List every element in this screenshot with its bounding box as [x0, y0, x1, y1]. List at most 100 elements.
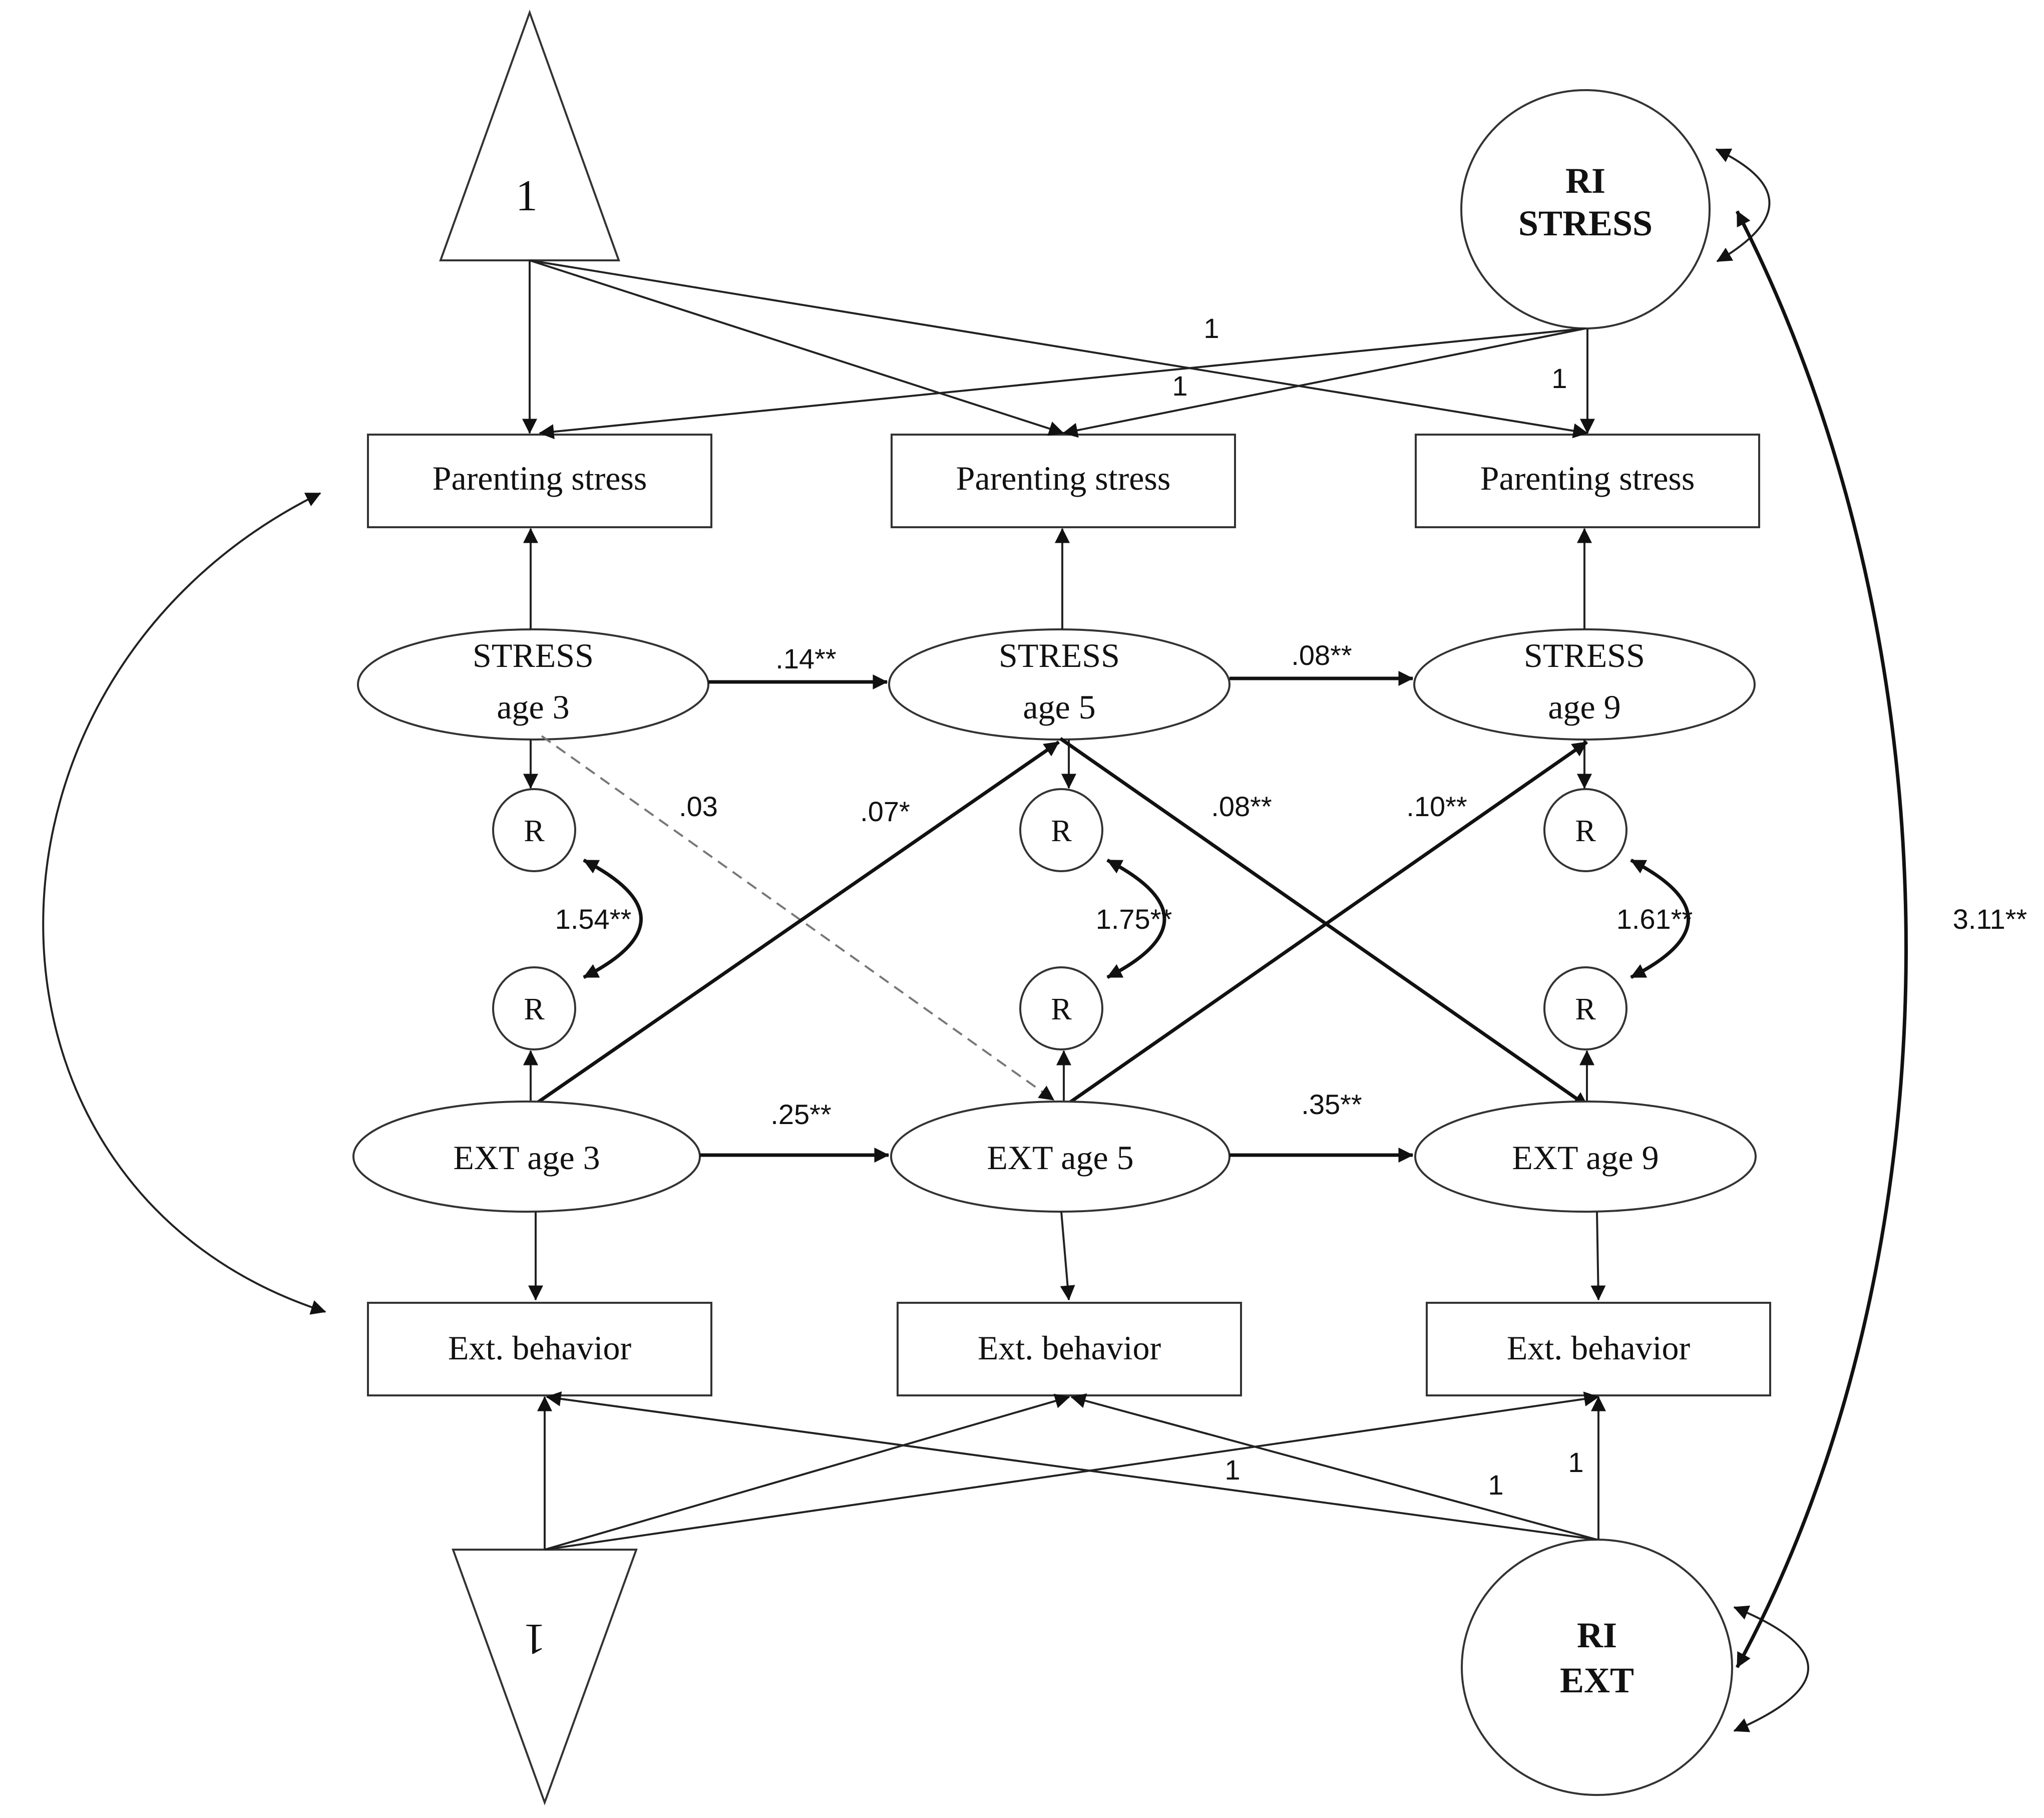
path-ext5-ext9-label: .35** — [1301, 1088, 1362, 1120]
path-const-to-ps5 — [529, 259, 1064, 436]
stress-latent-9-line2: age 9 — [1548, 688, 1620, 726]
loading-ri-ext-eb9-label: 1 — [1568, 1446, 1583, 1478]
ext-behavior-box-5 — [897, 1302, 1242, 1396]
residual-stress-9 — [1543, 788, 1627, 872]
ri-ext: RI EXT — [1461, 1539, 1809, 1796]
residual-cov-3-label: 1.54** — [555, 903, 632, 935]
constant-bottom-paths — [537, 1391, 1599, 1551]
loading-ri-stress-ps5-label: 1 — [1172, 370, 1187, 402]
parenting-stress-label-9: Parenting stress — [1480, 459, 1695, 497]
path-stress3-stress5-label: .14** — [775, 643, 836, 674]
constant-top-paths — [522, 259, 1588, 439]
parenting-stress-box-3 — [367, 434, 712, 528]
residual-stress-3-label: R — [524, 814, 545, 848]
stress-latent-5 — [888, 628, 1231, 741]
residual-ext-3 — [492, 966, 576, 1050]
residual-ext-9-label: R — [1575, 992, 1596, 1026]
path-const-to-ps9 — [529, 259, 1588, 439]
path-stress5-stress9-label: .08** — [1291, 639, 1352, 671]
ri-stress-label-line2: STRESS — [1518, 203, 1653, 243]
residual-ext-5-label: R — [1051, 992, 1072, 1026]
ri-ext-label-line1: RI — [1577, 1615, 1617, 1655]
stress-latent-3 — [357, 628, 709, 741]
stress-latent-9-line1: STRESS — [1524, 636, 1645, 674]
path-stress3-ext5-label: .03 — [679, 791, 718, 822]
loading-ri-ext-eb5-label: 1 — [1488, 1469, 1503, 1501]
ri-stress-variance-arrow — [1715, 148, 1771, 262]
ext-latent-9 — [1414, 1101, 1757, 1213]
ri-ext-loadings: 1 1 1 — [546, 1391, 1606, 1541]
residual-cov-3 — [583, 858, 643, 979]
loading-ri-stress-ps9-label: 1 — [1551, 362, 1567, 394]
covariance-ri-label: 3.11** — [1953, 903, 2027, 935]
stress-latent-loadings — [523, 528, 1592, 629]
ri-stress-label-line1: RI — [1565, 161, 1605, 201]
constant-bottom: 1 — [452, 1549, 638, 1805]
loading-ri-ext-to-eb5 — [1070, 1393, 1597, 1541]
constant-bottom-triangle — [452, 1549, 638, 1805]
loading-ext5-eb5 — [1060, 1211, 1075, 1301]
residual-ext-5 — [1019, 966, 1103, 1050]
path-constb-to-eb5 — [544, 1393, 1070, 1551]
covariance-ri-stress-ri-ext — [1735, 210, 1908, 1668]
ext-behavior-label-3: Ext. behavior — [448, 1329, 632, 1367]
ext-behavior-row: Ext. behavior Ext. behavior Ext. behavio… — [367, 1302, 1771, 1396]
ri-stress: RI STRESS — [1460, 89, 1771, 329]
path-stress3-ext5 — [541, 735, 1055, 1101]
residual-cov-9 — [1630, 858, 1690, 979]
loading-ri-stress-to-ps5 — [1062, 327, 1586, 438]
stress-latent-5-line2: age 5 — [1023, 688, 1095, 726]
stress-autoregressive: .14** .08** — [708, 639, 1414, 689]
parenting-stress-box-9 — [1415, 434, 1760, 528]
residual-stress-5 — [1019, 788, 1103, 872]
parenting-stress-label-3: Parenting stress — [433, 459, 647, 497]
ext-behavior-label-9: Ext. behavior — [1507, 1329, 1691, 1367]
loading-ri-ext-to-eb3 — [546, 1391, 1597, 1541]
ri-ext-label-line2: EXT — [1560, 1660, 1634, 1700]
ext-behavior-label-5: Ext. behavior — [978, 1329, 1161, 1367]
path-constb-to-eb9 — [544, 1391, 1599, 1551]
residual-cov-5 — [1106, 858, 1166, 979]
covariance-left-ps3-eb3 — [42, 492, 326, 1315]
loading-ri-ext-eb3-label: 1 — [1224, 1454, 1240, 1486]
parenting-stress-label-5: Parenting stress — [956, 459, 1171, 497]
ext-autoregressive: .25** .35** — [700, 1088, 1414, 1163]
residual-cov-5-label: 1.75** — [1096, 903, 1172, 935]
path-ext3-stress5 — [532, 741, 1060, 1107]
long-covariances: 3.11** — [42, 210, 2027, 1668]
ext-latent-5-label: EXT age 5 — [987, 1139, 1133, 1177]
residual-ext-3-label: R — [524, 992, 545, 1026]
ri-stress-loadings: 1 1 1 — [539, 312, 1595, 440]
residual-ext-9 — [1543, 966, 1627, 1050]
path-ext3-stress5-label: .07* — [860, 796, 910, 827]
residual-stress-5-label: R — [1051, 814, 1072, 848]
path-ext5-stress9-label: .10** — [1406, 791, 1467, 822]
stress-latent-3-line1: STRESS — [473, 636, 594, 674]
path-stress5-ext9 — [1059, 737, 1589, 1108]
stress-latent-3-line2: age 3 — [497, 688, 569, 726]
ext-latent-3-label: EXT age 3 — [453, 1139, 600, 1177]
cross-lagged-paths: .03 .07* .08** .10** — [532, 735, 1589, 1111]
constant-top-label: 1 — [516, 172, 538, 220]
loading-ri-stress-to-ps3 — [539, 327, 1586, 440]
path-ext3-ext5-label: .25** — [770, 1099, 831, 1130]
ext-latent-9-label: EXT age 9 — [1512, 1139, 1659, 1177]
constant-top-triangle — [439, 10, 620, 261]
residual-covariances: 1.54** 1.75** 1.61** — [555, 858, 1693, 979]
stress-latent-row: STRESS age 3 STRESS age 5 STRESS age 9 — [357, 628, 1756, 741]
residual-cov-9-label: 1.61** — [1616, 903, 1693, 935]
path-stress5-ext9-label: .08** — [1211, 791, 1272, 822]
residual-stress-9-label: R — [1575, 814, 1596, 848]
stress-latent-5-line1: STRESS — [999, 636, 1120, 674]
path-ext5-stress9 — [1059, 741, 1588, 1111]
ext-behavior-box-9 — [1426, 1302, 1771, 1396]
ext-latent-loadings — [528, 1211, 1606, 1301]
residuals: R R R R R R — [492, 788, 1627, 1050]
ext-latent-row: EXT age 3 EXT age 5 EXT age 9 — [352, 1101, 1757, 1213]
constant-bottom-label: 1 — [524, 1615, 546, 1663]
constant-top: 1 — [439, 10, 620, 261]
ri-ext-variance-arrow — [1733, 1605, 1809, 1732]
loading-ri-stress-ps3-label: 1 — [1203, 312, 1219, 344]
parenting-stress-row: Parenting stress Parenting stress Parent… — [367, 434, 1760, 528]
